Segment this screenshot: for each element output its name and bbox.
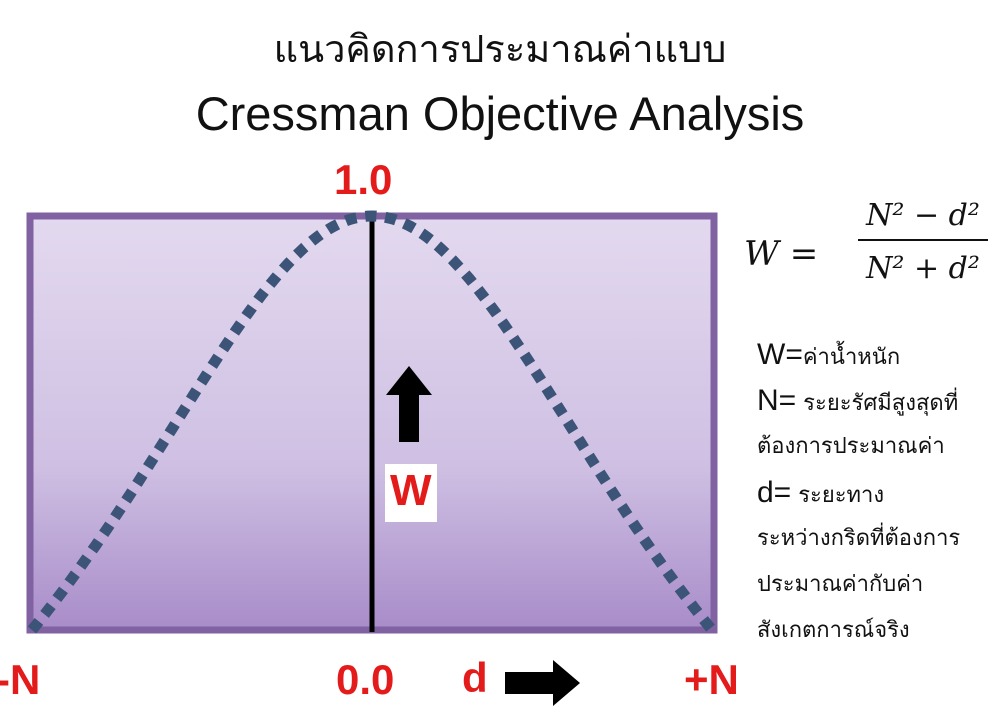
legend-d: d= ระยะทาง bbox=[757, 470, 997, 516]
legend-w-key: W= bbox=[757, 338, 803, 371]
axis-variable-label: d bbox=[462, 654, 488, 701]
legend-d-cont-1: ระหว่างกริดที่ต้องการ bbox=[757, 526, 961, 551]
formula-numerator: N² − d² bbox=[866, 198, 980, 233]
formula-fraction: N² − d² N² + d² bbox=[858, 198, 988, 286]
legend-n-text: ระยะรัศมีสูงสุดที่ bbox=[796, 391, 959, 416]
arrow-up-icon bbox=[386, 366, 432, 442]
axis-right-label: +N bbox=[684, 656, 739, 703]
title-thai: แนวคิดการประมาณค่าแบบ bbox=[273, 27, 727, 71]
fraction-bar bbox=[858, 239, 988, 241]
peak-label: 1.0 bbox=[334, 156, 393, 203]
legend-d-text: ระยะทาง bbox=[791, 483, 885, 508]
legend-n: N= ระยะรัศมีสูงสุดที่ bbox=[757, 378, 997, 424]
variable-legend: W=ค่าน้ำหนัก N= ระยะรัศมีสูงสุดที่ ต้องก… bbox=[757, 332, 997, 654]
formula-denominator: N² + d² bbox=[866, 251, 980, 286]
weight-formula: W = N² − d² N² + d² bbox=[740, 196, 990, 306]
legend-n-key: N= bbox=[757, 384, 797, 417]
axis-left-label: -N bbox=[0, 656, 41, 703]
legend-d-cont-3: สังเกตการณ์จริง bbox=[757, 618, 910, 643]
w-label: W bbox=[390, 466, 432, 515]
legend-n-cont: ต้องการประมาณค่า bbox=[757, 434, 945, 459]
legend-d-key: d= bbox=[757, 476, 792, 509]
legend-d-cont-2: ประมาณค่ากับค่า bbox=[757, 572, 924, 597]
axis-center-label: 0.0 bbox=[336, 656, 395, 703]
title-english: Cressman Objective Analysis bbox=[195, 87, 805, 140]
formula-lhs: W = bbox=[744, 234, 819, 274]
legend-w: W=ค่าน้ำหนัก bbox=[757, 332, 997, 378]
legend-w-text: ค่าน้ำหนัก bbox=[802, 345, 901, 370]
w-label-bg bbox=[385, 464, 437, 522]
arrow-right-icon bbox=[505, 660, 580, 706]
weight-curve bbox=[27, 210, 717, 634]
